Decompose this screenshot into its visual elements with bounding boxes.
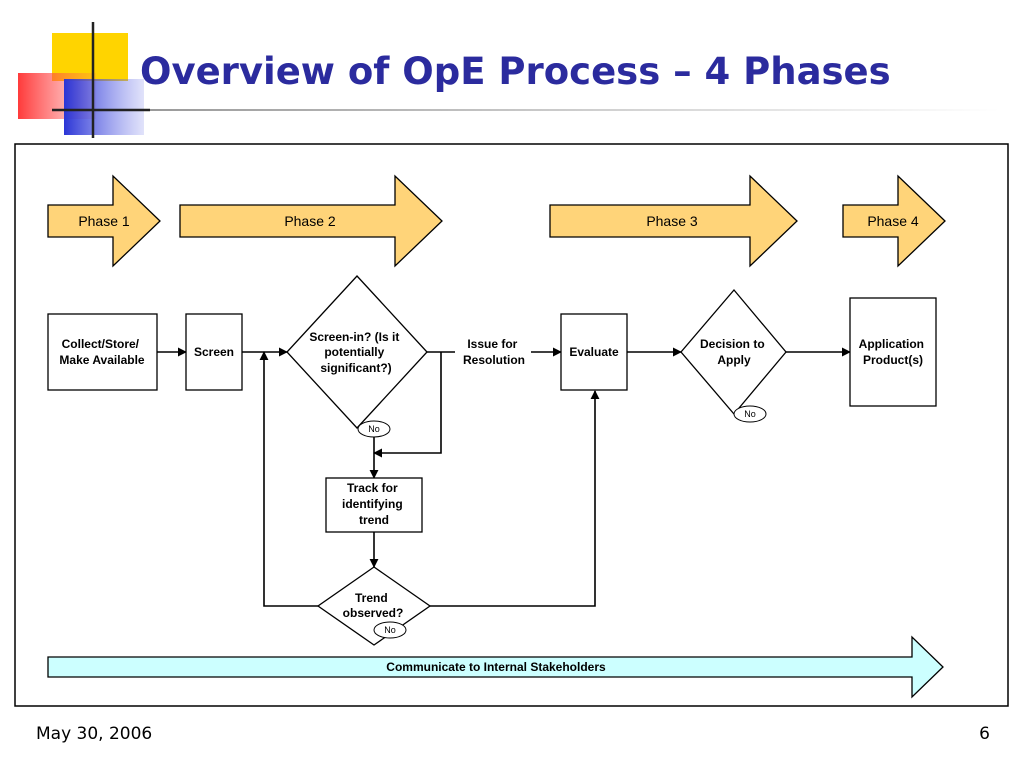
screen-label: Screen xyxy=(194,345,234,359)
decision-label: Decision to Apply xyxy=(700,337,768,367)
slide-title: Overview of OpE Process – 4 Phases xyxy=(140,50,891,93)
evaluate-label: Evaluate xyxy=(569,345,619,359)
collect-store-box xyxy=(47,313,158,391)
phase-4-arrow: Phase 4 xyxy=(842,174,946,268)
phase-1-arrow: Phase 1 xyxy=(47,174,161,268)
screen-box xyxy=(185,313,243,391)
title-underline xyxy=(150,109,1000,111)
issue-label-bg xyxy=(455,334,531,370)
screen-in-no-label: No xyxy=(368,424,380,434)
decorative-logo xyxy=(18,22,1000,138)
issue-resolution-label: Issue for Resolution xyxy=(463,337,525,367)
page-number: 6 xyxy=(979,724,990,744)
screen-in-label: Screen-in? (Is it potentially significan… xyxy=(309,330,402,375)
phase-4-label: Phase 4 xyxy=(867,213,919,229)
phase-2-arrow: Phase 2 xyxy=(179,174,443,268)
track-label: Track for identifying trend xyxy=(342,481,406,527)
phase-2-label: Phase 2 xyxy=(284,213,336,229)
phase-3-label: Phase 3 xyxy=(646,213,698,229)
decision-no-label: No xyxy=(744,409,756,419)
track-box xyxy=(325,477,423,533)
trend-no-badge: No xyxy=(373,621,407,639)
phase-1-label: Phase 1 xyxy=(78,213,130,229)
connector-screen-in-feedback xyxy=(373,352,442,458)
communicate-arrow: Communicate to Internal Stakeholders xyxy=(47,635,944,699)
footer-date: May 30, 2006 xyxy=(36,724,153,744)
communicate-label: Communicate to Internal Stakeholders xyxy=(386,660,606,674)
logo-blue-square xyxy=(64,79,144,135)
screen-in-no-badge: No xyxy=(357,420,391,438)
phase-3-arrow: Phase 3 xyxy=(549,174,798,268)
screen-in-diamond xyxy=(286,275,428,429)
evaluate-box xyxy=(560,313,628,391)
decision-no-badge: No xyxy=(733,405,767,423)
collect-store-label: Collect/Store/ Make Available xyxy=(59,337,144,367)
connectors xyxy=(157,347,851,607)
application-label: Application Product(s) xyxy=(859,337,928,367)
trend-label: Trend observed? xyxy=(343,591,404,620)
connector-trend-to-evaluate xyxy=(430,390,600,607)
connector-trend-loop-to-screen-in xyxy=(259,351,318,607)
trend-no-label: No xyxy=(384,625,396,635)
diagram-frame xyxy=(14,143,1009,707)
application-box xyxy=(849,297,937,407)
